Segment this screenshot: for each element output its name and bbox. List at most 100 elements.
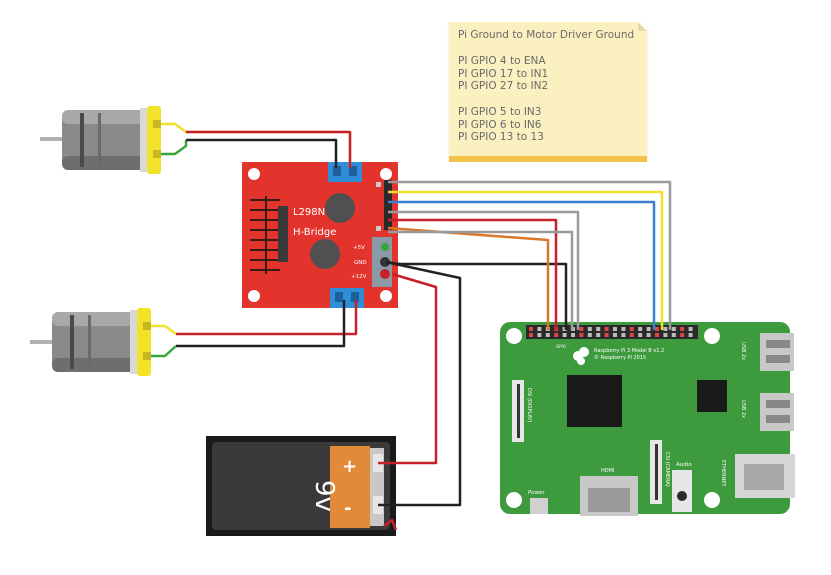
gpio-pin — [629, 333, 634, 337]
gpio-pin — [638, 333, 643, 337]
hdmi-label: HDMI — [601, 468, 614, 474]
pin-label-gnd: GND — [354, 260, 367, 266]
wire-motor-top-red — [186, 130, 352, 168]
raspberry-logo-icon — [573, 347, 589, 365]
gpio-pin — [663, 333, 668, 337]
wire-signal-gray — [388, 180, 672, 330]
battery-label: 9v — [309, 480, 339, 512]
soc-chip — [567, 375, 622, 427]
wire-motor-bottom-yellow — [151, 324, 177, 336]
signal-header — [384, 180, 392, 230]
gpio-pin — [579, 333, 584, 337]
wire-motor-top-yellow — [161, 122, 352, 168]
gpio-pin — [579, 327, 584, 331]
gpio-pins — [529, 327, 693, 337]
gpio-pin — [537, 333, 542, 337]
gpio-pin — [537, 327, 542, 331]
wire-battery-extra — [383, 518, 398, 531]
gpio-pin — [646, 333, 651, 337]
gpio-pin — [671, 333, 676, 337]
battery-9v: + - 9v — [206, 436, 396, 536]
power-port — [530, 498, 548, 514]
gpio-pin — [688, 333, 693, 337]
gpio-pin — [571, 333, 575, 337]
gpio-pin — [613, 327, 617, 331]
pi-copyright-text: © Raspberry Pi 2015 — [594, 354, 646, 361]
raspberry-pi-board: Raspberry Pi 3 Model B v1.2 © Raspberry … — [500, 322, 795, 516]
wire-signal-yellow — [388, 190, 664, 330]
gpio-pin — [587, 333, 592, 337]
note-fold — [638, 22, 647, 31]
wire-motor-bottom-red — [176, 300, 358, 336]
pi-model-text: Raspberry Pi 3 Model B v1.2 — [594, 348, 664, 354]
wire-ground-pi — [385, 260, 568, 330]
gpio-pin — [613, 333, 617, 337]
ethernet-label: ETHERNET — [720, 460, 726, 488]
note-line: PI GPIO 4 to ENA — [458, 55, 546, 67]
pin-label-5v: +5V — [353, 245, 365, 251]
gpio-pin — [562, 333, 567, 337]
gpio-pin — [529, 333, 533, 337]
gpio-pin — [587, 327, 592, 331]
camera-label: CSI (CAMERA) — [664, 452, 670, 487]
wire-motor-bottom-black — [176, 300, 346, 348]
audio-label: Audio — [676, 462, 692, 468]
usb-chip — [697, 380, 727, 412]
battery-plus: + — [342, 456, 357, 477]
motor-bottom — [30, 308, 151, 376]
gpio-pin — [680, 333, 685, 337]
gpio-pin — [621, 327, 626, 331]
gpio-pin — [638, 327, 643, 331]
gpio-pin — [596, 333, 601, 337]
gpio-pin — [671, 327, 676, 331]
board-subtitle: H-Bridge — [293, 227, 336, 238]
wires — [151, 122, 672, 531]
note-group-1: PI GPIO 4 to ENA PI GPIO 17 to IN1 PI GP… — [458, 55, 548, 93]
l298n-board: L298N H-Bridge +5V GND +12V — [242, 162, 398, 308]
gpio-label: GPIO — [556, 344, 566, 349]
note-line: PI GPIO 27 to IN2 — [458, 80, 549, 92]
gpio-pin — [596, 327, 601, 331]
motor-top — [40, 106, 161, 174]
gpio-pin — [554, 333, 559, 337]
usb-port-1 — [760, 333, 794, 371]
gpio-pin — [562, 327, 567, 331]
capacitor — [310, 239, 340, 269]
wire-signal-blue — [388, 200, 656, 330]
gpio-pin — [629, 327, 634, 331]
gpio-pin — [545, 333, 550, 337]
note-line: PI GPIO 5 to IN3 — [458, 106, 542, 118]
wire-motor-top-black — [186, 138, 338, 168]
pin-label-12v: +12V — [351, 274, 367, 280]
gpio-pin — [655, 327, 659, 331]
gpio-pin — [646, 327, 651, 331]
wiring-note: Pi Ground to Motor Driver Ground PI GPIO… — [449, 22, 647, 162]
capacitor — [325, 193, 355, 223]
display-label: DSI (DISPLAY) — [526, 388, 532, 423]
wire-motor-bottom-green — [151, 345, 177, 358]
heatsink — [250, 196, 280, 274]
gpio-pin — [529, 327, 533, 331]
note-line: PI GPIO 17 to IN1 — [458, 67, 549, 80]
gpio-pin — [688, 327, 693, 331]
gpio-pin — [604, 333, 609, 337]
wire-signal-gray2 — [388, 210, 580, 330]
gpio-pin — [604, 327, 609, 331]
usb-label-1: USB 2x — [740, 342, 746, 360]
note-line: PI GPIO 13 to 13 — [458, 131, 544, 143]
gpio-pin — [680, 327, 685, 331]
battery-minus: - — [344, 498, 351, 519]
board-title: L298N — [293, 207, 325, 218]
wire-signal-red — [388, 218, 558, 330]
wire-motor-top-green — [161, 140, 188, 156]
usb-label-2: USB 2x — [740, 400, 746, 418]
gpio-pin — [663, 327, 668, 331]
wire-battery-positive — [378, 272, 438, 465]
note-strip — [449, 156, 647, 162]
wire-battery-negative — [378, 260, 462, 507]
note-group-2: PI GPIO 5 to IN3 PI GPIO 6 to IN6 PI GPI… — [458, 106, 544, 144]
note-line: PI GPIO 6 to IN6 — [458, 118, 542, 131]
gpio-pin — [655, 333, 659, 337]
power-label: Power — [528, 490, 545, 496]
